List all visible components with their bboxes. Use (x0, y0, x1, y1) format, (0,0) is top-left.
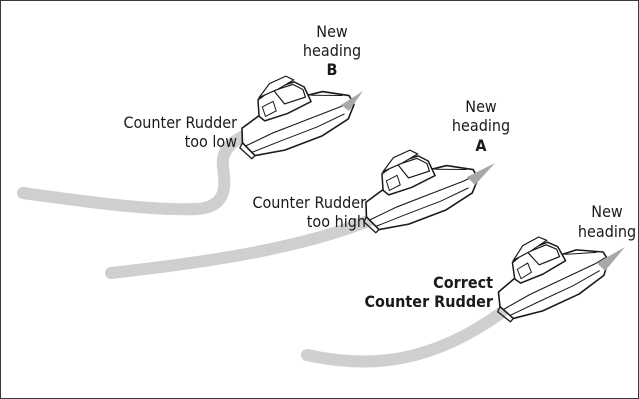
label-correct-line2: Counter Rudder (364, 292, 493, 311)
heading-b-line1: New (316, 22, 348, 41)
track-correct (301, 307, 507, 368)
heading-a-letter: A (475, 136, 487, 155)
label-b-line1: Counter Rudder (123, 113, 237, 132)
label-b-line2: too low (185, 132, 238, 151)
heading-arrow-icon (597, 247, 625, 271)
heading-a-line1: New (465, 97, 497, 116)
heading-correct-line2: heading (578, 222, 636, 241)
track-a (105, 213, 379, 279)
heading-a-line2: heading (452, 116, 510, 135)
track-b (17, 127, 257, 216)
heading-b-line2: heading (303, 41, 361, 60)
heading-arrow-icon (341, 91, 363, 111)
label-a-line1: Counter Rudder (252, 193, 366, 212)
heading-b-letter: B (327, 60, 338, 79)
boat-icon (222, 58, 362, 164)
heading-arrow-icon (467, 163, 495, 185)
label-a-line2: too high (307, 212, 366, 231)
label-correct-line1: Correct (433, 273, 493, 292)
heading-correct-line1: New (591, 202, 623, 221)
